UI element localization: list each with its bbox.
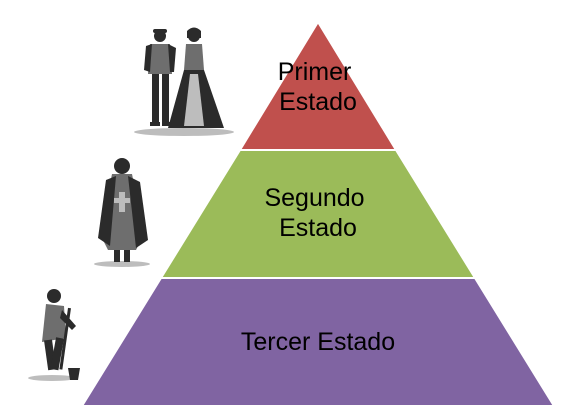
tier-label-segundo-estado: Segundo Estado bbox=[264, 184, 371, 242]
clergy-figure-icon bbox=[94, 158, 150, 267]
pyramid-tier-tercer-estado bbox=[80, 277, 556, 407]
tier-label-tercer-estado: Tercer Estado bbox=[241, 328, 395, 356]
peasant-digging-icon bbox=[28, 289, 80, 381]
pyramid-tier-primer-estado bbox=[238, 20, 398, 151]
nobles-couple-icon bbox=[134, 27, 234, 136]
tier-label-primer-estado: Primer Estado bbox=[278, 58, 359, 116]
